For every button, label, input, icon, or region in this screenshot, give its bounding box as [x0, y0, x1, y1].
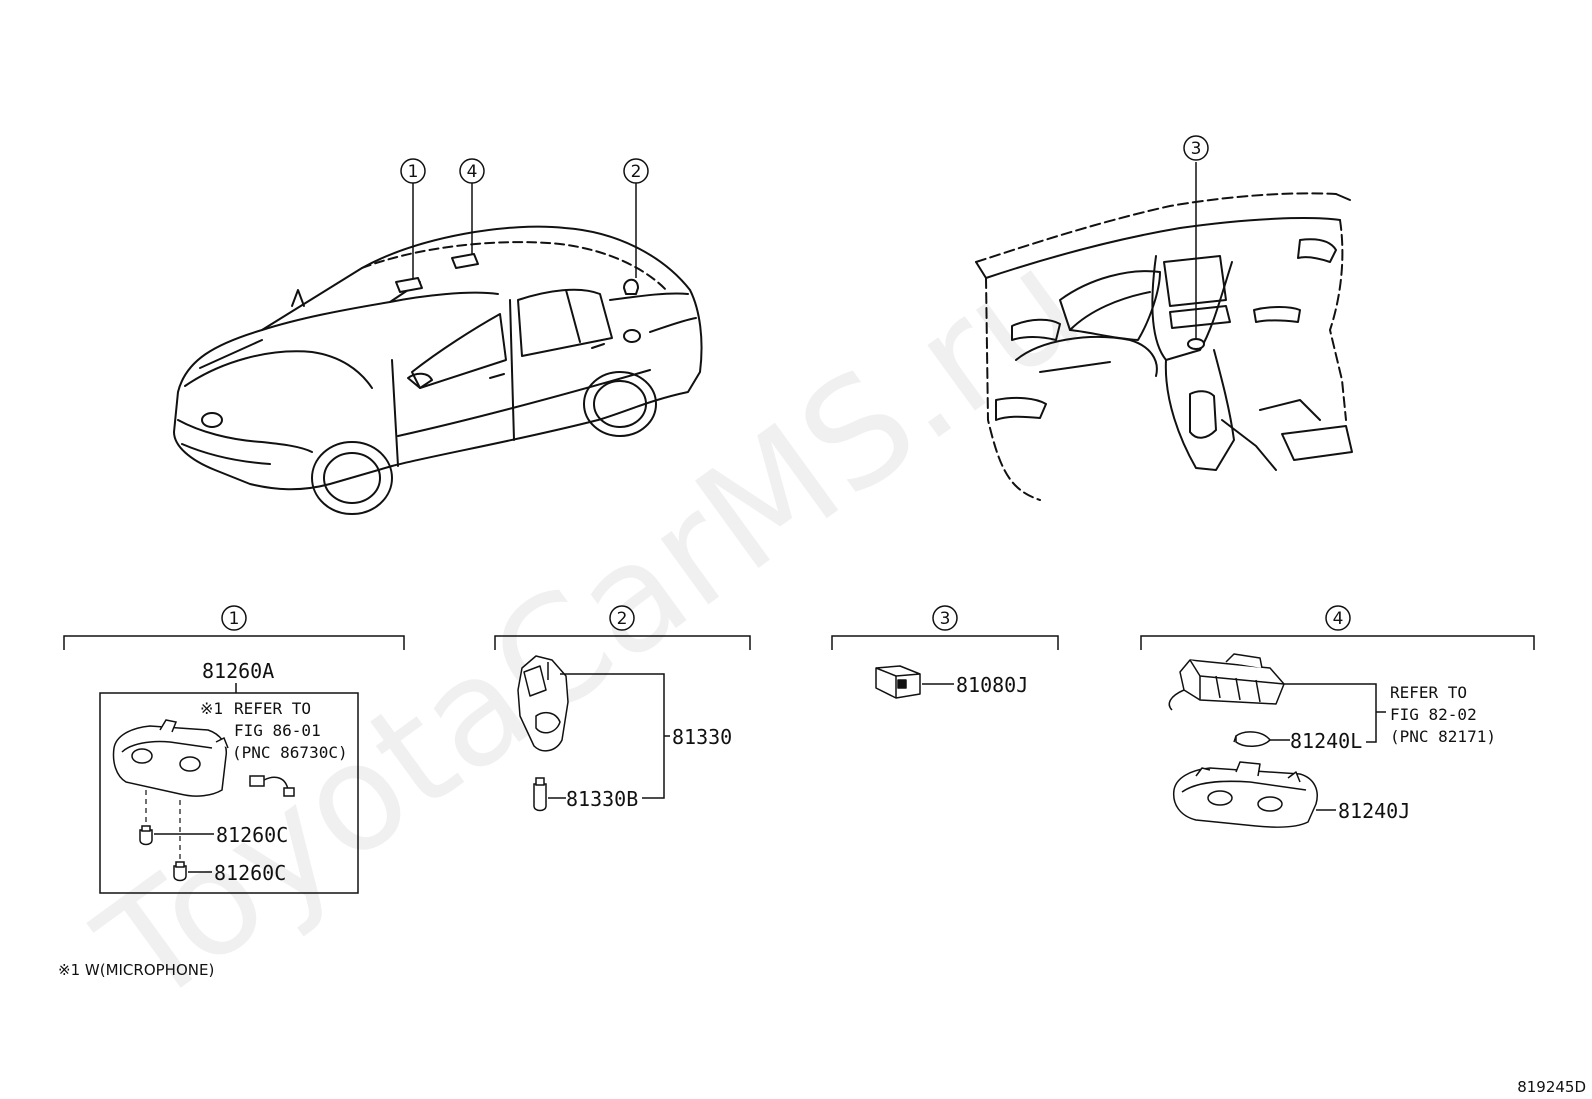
ref-line1-g4: REFER TO [1390, 683, 1467, 702]
figure-id: 819245D [1517, 1078, 1586, 1096]
group-brackets [63, 635, 1535, 650]
part-81260C-b-label: 81260C [214, 861, 286, 885]
trunk-lamp-drawing [517, 655, 569, 752]
svg-text:1: 1 [229, 609, 240, 629]
part-81240J-label: 81240J [1338, 799, 1410, 823]
svg-text:2: 2 [617, 609, 628, 629]
ref-line2-g4: FIG 82-02 [1390, 705, 1477, 724]
callout-3-group: 3 [932, 605, 958, 631]
group-2: 81330 81330B [517, 655, 732, 812]
map-lamp-81240J-drawing [1172, 761, 1318, 828]
callout-4-car: 4 [459, 158, 485, 184]
ref-line1: REFER TO [234, 699, 311, 718]
microphone-drawing [249, 775, 295, 797]
svg-text:1: 1 [408, 162, 419, 182]
callout-3-dash: 3 [1183, 135, 1209, 161]
bulb-81260C-a-drawing [139, 825, 153, 846]
part-81260A-label: 81260A [202, 659, 274, 683]
part-81260C-a-label: 81260C [216, 823, 288, 847]
dashboard-illustration [975, 192, 1353, 501]
part-81330B-label: 81330B [566, 787, 638, 811]
svg-text:4: 4 [1333, 609, 1344, 629]
bulb-81330B-drawing [533, 777, 547, 812]
callout-2-group: 2 [609, 605, 635, 631]
callout-1-car: 1 [400, 158, 426, 184]
svg-text:3: 3 [940, 609, 951, 629]
part-81240L-label: 81240L [1290, 729, 1362, 753]
console-lamp-drawing [875, 665, 921, 699]
dome-lamp-drawing [112, 719, 229, 797]
group-1-box [99, 692, 359, 894]
ref-line2: FIG 86-01 [234, 721, 321, 740]
group-3: 81080J [875, 665, 1028, 699]
car-illustration [173, 225, 703, 515]
bulb-81240L-drawing [1233, 731, 1272, 747]
callout-1-group: 1 [221, 605, 247, 631]
watermark: ToyotaCarMS.ru [69, 217, 1110, 1039]
svg-text:2: 2 [631, 162, 642, 182]
part-81080J-label: 81080J [956, 673, 1028, 697]
car-callouts [412, 162, 1197, 340]
note-mark: ※1 [200, 699, 223, 718]
group-4: REFER TO FIG 82-02 (PNC 82171) 81240L 81… [1168, 653, 1496, 828]
ref-line3: (PNC 86730C) [232, 743, 348, 762]
bulb-81260C-b-drawing [173, 861, 187, 882]
part-81330-label: 81330 [672, 725, 732, 749]
ref-line3-g4: (PNC 82171) [1390, 727, 1496, 746]
group-1: 81260A ※1 REFER TO FIG 86-01 (PNC 86730C… [99, 659, 359, 894]
callout-4-group: 4 [1325, 605, 1351, 631]
svg-text:3: 3 [1191, 139, 1202, 159]
svg-text:4: 4 [467, 162, 478, 182]
roof-lamp-harness-drawing [1168, 653, 1285, 711]
callout-2-car: 2 [623, 158, 649, 184]
footnote: ※1 W(MICROPHONE) [58, 961, 214, 979]
